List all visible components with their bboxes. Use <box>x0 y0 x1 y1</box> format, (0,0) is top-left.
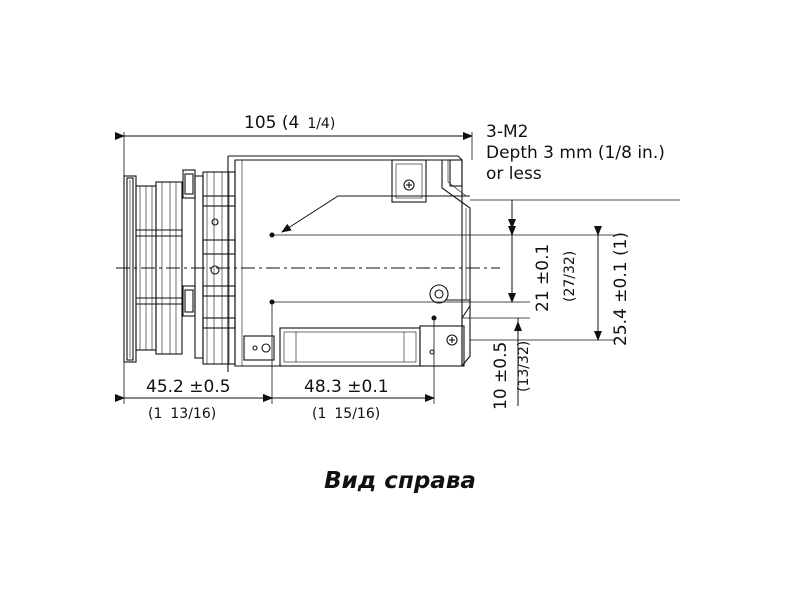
front-length-label: 45.2 ±0.5 <box>146 377 231 397</box>
rear-length-label: 48.3 ±0.1 <box>304 377 389 397</box>
dimension-lines <box>115 132 602 406</box>
screw-note-line3: or less <box>486 164 542 184</box>
hole-spacing-label: 21 ±0.1 <box>533 244 553 312</box>
hole-offset-inch-label: (13/32) <box>516 341 532 392</box>
total-height-label: 25.4 ±0.1 (1) <box>611 232 631 346</box>
hole-offset-label: 10 ±0.5 <box>491 342 511 410</box>
screw-note-line2: Depth 3 mm (1/8 in.) <box>486 143 665 163</box>
screw-note: 3-M2 Depth 3 mm (1/8 in.) or less <box>486 122 665 185</box>
view-caption: Вид справа <box>324 468 476 494</box>
screw-note-line1: 3-M2 <box>486 122 529 142</box>
camera-block-drawing <box>123 155 471 372</box>
hole-spacing-inch-label: (27/32) <box>562 251 578 302</box>
